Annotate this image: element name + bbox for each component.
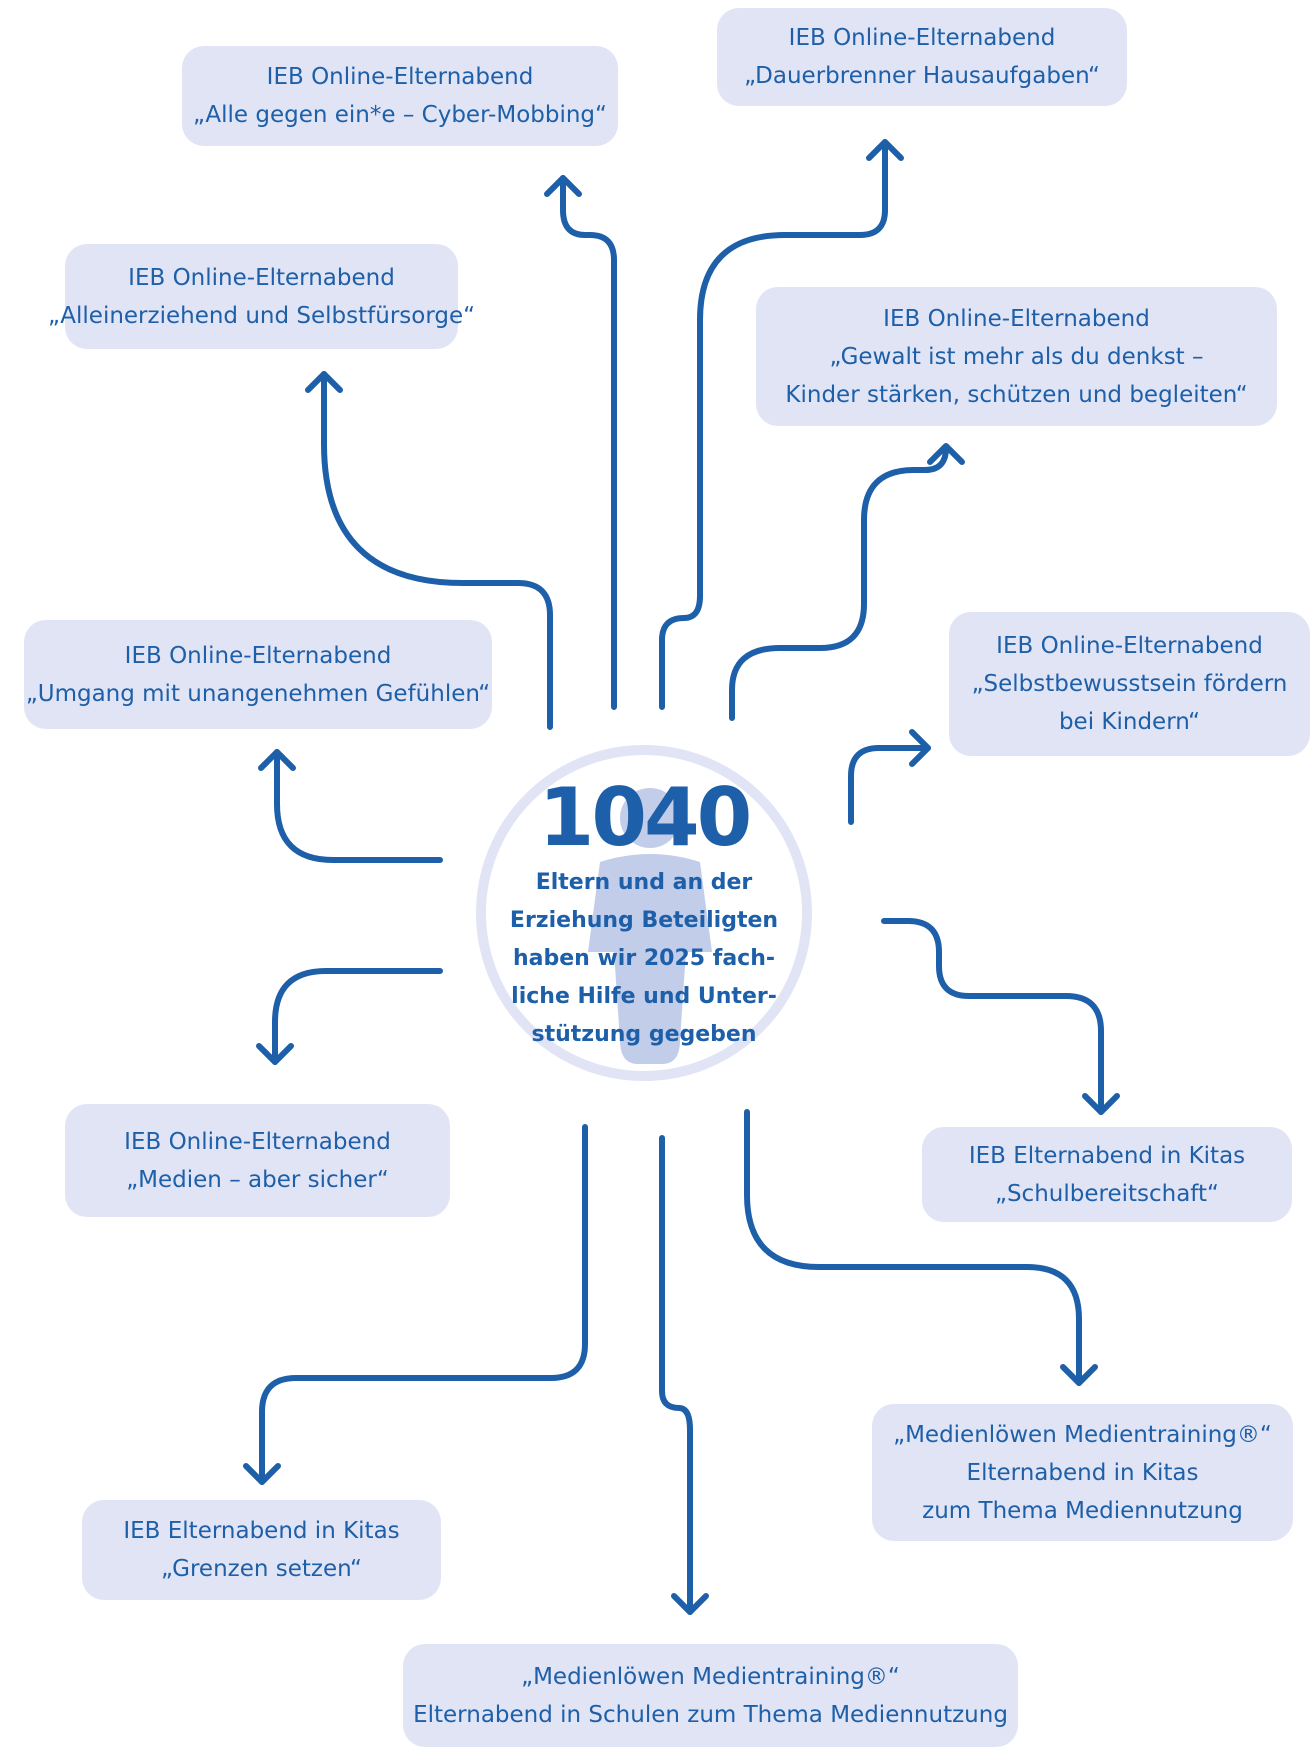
arrow-selbstbewusstsein bbox=[848, 745, 931, 825]
event-box-medienloewen-kitas: „Medienlöwen Medientraining®“ Elternaben… bbox=[872, 1404, 1293, 1541]
event-type: Elternabend in Schulen zum Thema Medienn… bbox=[413, 1701, 1008, 1728]
hub-line: Erziehung Beteiligten bbox=[509, 908, 779, 933]
event-box-cyber-mobbing: IEB Online-Elternabend „Alle gegen ein*e… bbox=[182, 46, 618, 146]
arrowhead-selbstbewusstsein bbox=[909, 729, 931, 767]
arrowhead-alleinerziehend bbox=[305, 371, 343, 393]
event-box-hausaufgaben: IEB Online-Elternabend „Dauerbrenner Hau… bbox=[717, 8, 1127, 106]
event-box-grenzen: IEB Elternabend in Kitas „Grenzen setzen… bbox=[82, 1500, 441, 1600]
arrow-medien-sicher bbox=[272, 968, 443, 1065]
hub-line: Eltern und an der bbox=[535, 870, 753, 895]
event-type: IEB Online-Elternabend bbox=[788, 25, 1056, 51]
event-title: bei Kindern“ bbox=[1058, 709, 1201, 735]
event-box-gefuehle: IEB Online-Elternabend „Umgang mit unang… bbox=[24, 620, 492, 729]
arrow-medienloewen-schulen bbox=[659, 1135, 693, 1615]
hub-line: stützung gegeben bbox=[531, 1022, 757, 1047]
event-title: „Schulbereitschaft“ bbox=[995, 1180, 1219, 1207]
event-title: „Grenzen setzen“ bbox=[161, 1556, 362, 1582]
event-type: IEB Online-Elternabend bbox=[128, 264, 395, 291]
arrowhead-schulbereitschaft bbox=[1082, 1093, 1120, 1115]
center-hub bbox=[476, 745, 812, 1081]
event-title: „Medienlöwen Medientraining®“ bbox=[521, 1663, 900, 1690]
arrow-alleinerziehend bbox=[321, 371, 553, 730]
event-title: „Alleinerziehend und Selbstfürsorge“ bbox=[47, 302, 476, 329]
arrowhead-medienloewen-kitas bbox=[1060, 1364, 1098, 1386]
event-title: „Umgang mit unangenehmen Gefühlen“ bbox=[25, 680, 491, 707]
arrowhead-hausaufgaben bbox=[866, 139, 904, 161]
event-box-gewalt: IEB Online-Elternabend „Gewalt ist mehr … bbox=[756, 287, 1277, 426]
event-box-alleinerziehend: IEB Online-Elternabend „Alleinerziehend … bbox=[48, 244, 475, 349]
arrow-gewalt bbox=[729, 445, 949, 721]
arrow-cyber-mobbing bbox=[560, 175, 617, 710]
hub-description: Eltern und an der Erziehung Beteiligten … bbox=[490, 864, 798, 1054]
event-title: „Medienlöwen Medientraining®“ bbox=[893, 1421, 1272, 1448]
arrowhead-medienloewen-schulen bbox=[671, 1593, 709, 1615]
hub-line: liche Hilfe und Unter- bbox=[511, 984, 777, 1009]
event-box-schulbereitschaft: IEB Elternabend in Kitas „Schulbereitsch… bbox=[922, 1127, 1292, 1222]
event-box-selbstbewusstsein: IEB Online-Elternabend „Selbstbewusstsei… bbox=[949, 612, 1310, 756]
event-type: IEB Online-Elternabend bbox=[124, 642, 392, 669]
arrow-hausaufgaben bbox=[659, 139, 888, 710]
arrowhead-gefuehle bbox=[258, 749, 296, 771]
event-box-medienloewen-schulen: „Medienlöwen Medientraining®“ Elternaben… bbox=[403, 1644, 1018, 1747]
arrowhead-gewalt bbox=[927, 443, 965, 465]
event-type: Elternabend in Kitas bbox=[966, 1459, 1199, 1486]
arrow-schulbereitschaft bbox=[881, 918, 1104, 1115]
event-title: Kinder stärken, schützen und begleiten“ bbox=[785, 381, 1248, 408]
event-title: „Alle gegen ein*e – Cyber-Mobbing“ bbox=[193, 102, 607, 128]
arrow-gefuehle bbox=[274, 749, 443, 863]
participant-count: 1040 bbox=[538, 771, 753, 864]
arrowhead-grenzen bbox=[243, 1463, 281, 1485]
event-title: „Selbstbewusstsein fördern bbox=[971, 671, 1288, 697]
arrowhead-cyber-mobbing bbox=[544, 175, 582, 197]
event-type: zum Thema Mediennutzung bbox=[922, 1497, 1243, 1524]
event-title: „Dauerbrenner Hausaufgaben“ bbox=[744, 63, 1100, 89]
event-type: IEB Online-Elternabend bbox=[124, 1128, 391, 1155]
arrow-medienloewen-kitas bbox=[744, 1109, 1082, 1386]
event-title: „Medien – aber sicher“ bbox=[126, 1166, 389, 1193]
event-title: „Gewalt ist mehr als du denkst – bbox=[829, 343, 1204, 370]
event-type: IEB Online-Elternabend bbox=[996, 633, 1263, 659]
event-box-medien-sicher: IEB Online-Elternabend „Medien – aber si… bbox=[65, 1104, 450, 1217]
event-type: IEB Online-Elternabend bbox=[266, 64, 534, 90]
event-type: IEB Elternabend in Kitas bbox=[123, 1518, 400, 1544]
arrow-grenzen bbox=[259, 1124, 588, 1485]
event-type: IEB Online-Elternabend bbox=[883, 305, 1150, 332]
hub-line: haben wir 2025 fach- bbox=[512, 946, 775, 971]
event-type: IEB Elternabend in Kitas bbox=[968, 1142, 1246, 1169]
arrowhead-medien-sicher bbox=[256, 1043, 294, 1065]
